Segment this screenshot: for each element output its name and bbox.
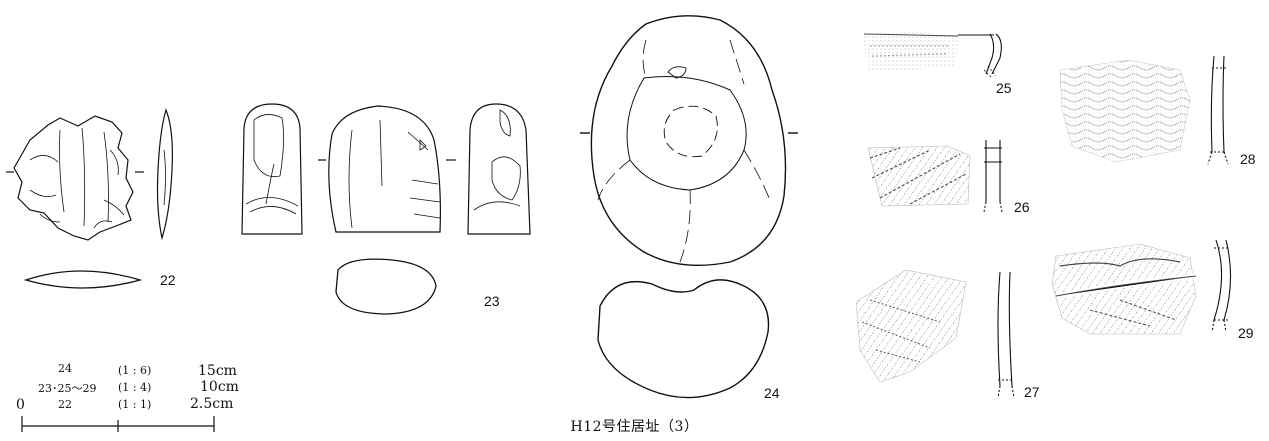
artifact-25-label: 25 [996, 80, 1012, 96]
artifact-28-label: 28 [1240, 151, 1256, 167]
sherd-27-rubbing [856, 270, 966, 382]
artifact-22-drawing [6, 116, 144, 240]
artifact-23-face-view [318, 106, 440, 232]
scale-row-2-items: 23･25〜29 [38, 382, 97, 395]
sherd-25-rubbing [864, 32, 994, 72]
sherd-26-rubbing [868, 146, 970, 206]
sherd-28-rubbing [1060, 60, 1190, 162]
scale-row-1-items: 24 [58, 362, 72, 375]
artifact-24-label: 24 [764, 385, 780, 401]
artifact-24-drawing [580, 16, 798, 266]
scale-row-1-ratio: (1 : 6) [118, 364, 152, 377]
artifact-23-section [336, 259, 436, 314]
scale-row-3-length: 2.5cm [190, 396, 234, 412]
scale-zero: 0 [16, 397, 25, 413]
artifact-27-label: 27 [1024, 384, 1040, 400]
figure-caption: H12号住居址（3） [570, 419, 699, 435]
artifact-22-side [158, 110, 173, 238]
scale-row-3-ratio: (1 : 1) [118, 398, 152, 411]
artifact-23-right-view [446, 104, 530, 234]
scale-row-2-length: 10cm [200, 379, 239, 395]
sherd-29-profile [1212, 240, 1231, 332]
scale-row-3-items: 22 [58, 398, 72, 411]
sherd-29-rubbing [1052, 244, 1196, 334]
sherd-27-profile [998, 272, 1014, 398]
artifact-24-section [598, 280, 769, 398]
scale-row-1-length: 15cm [198, 363, 237, 379]
sherd-26-profile [984, 140, 1002, 212]
artifact-29-label: 29 [1238, 325, 1254, 341]
sherd-25-profile [984, 34, 1001, 78]
artifact-23-label: 23 [484, 293, 500, 309]
scale-bar [22, 416, 214, 432]
artifact-23-left-view [242, 104, 302, 234]
scale-row-2-ratio: (1 : 4) [118, 381, 152, 394]
artifact-22-section [26, 271, 140, 288]
artifact-26-label: 26 [1014, 199, 1030, 215]
sherd-28-profile [1208, 56, 1228, 164]
artifact-22-label: 22 [160, 272, 176, 288]
